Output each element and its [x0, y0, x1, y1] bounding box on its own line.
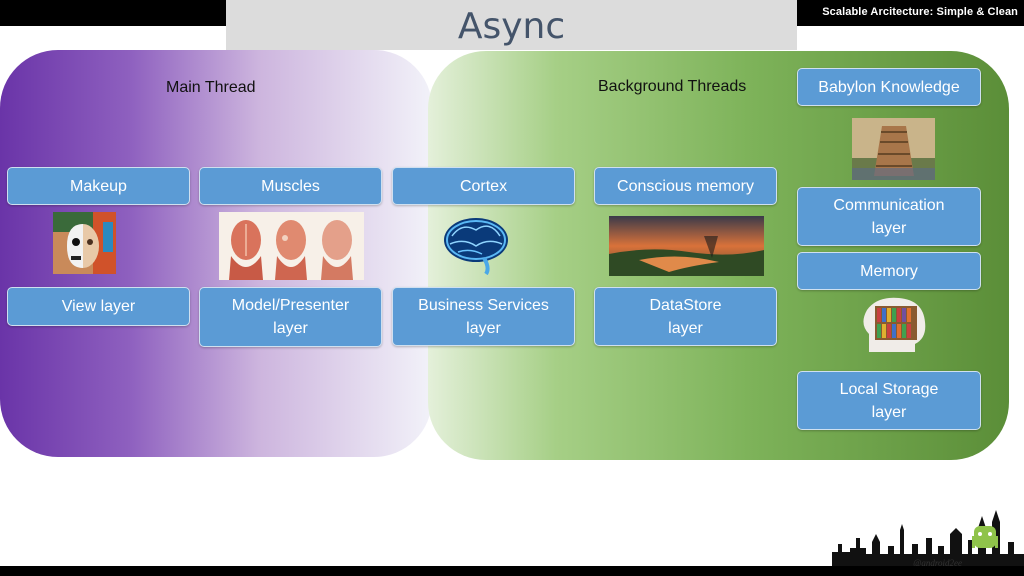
communication-layer-box: Communication layer	[797, 187, 981, 246]
memory-box: Memory	[797, 252, 981, 290]
slide-title: Async	[457, 6, 566, 47]
library-head-image	[855, 294, 933, 356]
view-layer-box: View layer	[7, 287, 190, 326]
city-skyline-logo	[832, 508, 1024, 566]
conscious-memory-box: Conscious memory	[594, 167, 777, 205]
local-storage-layer-box: Local Storage layer	[797, 371, 981, 430]
main-thread-label: Main Thread	[166, 79, 256, 96]
makeup-face-image	[53, 212, 116, 274]
model-presenter-layer-box: Model/Presenter layer	[199, 287, 382, 347]
business-services-layer-box: Business Services layer	[392, 287, 575, 346]
twitter-handle: @android2ee	[913, 558, 962, 568]
datastore-layer-box: DataStore layer	[594, 287, 777, 346]
muscles-image	[219, 212, 364, 280]
muscles-box: Muscles	[199, 167, 382, 205]
bottom-bar	[0, 566, 1024, 576]
cortex-box: Cortex	[392, 167, 575, 205]
babylon-knowledge-box: Babylon Knowledge	[797, 68, 981, 106]
background-threads-label: Background Threads	[598, 78, 747, 95]
brain-image	[438, 212, 513, 275]
title-band: Async	[226, 0, 797, 50]
landscape-image	[609, 216, 764, 276]
brand-title: Scalable Arcitecture: Simple & Clean	[822, 6, 1018, 18]
makeup-box: Makeup	[7, 167, 190, 205]
babylon-tower-image	[852, 118, 935, 180]
